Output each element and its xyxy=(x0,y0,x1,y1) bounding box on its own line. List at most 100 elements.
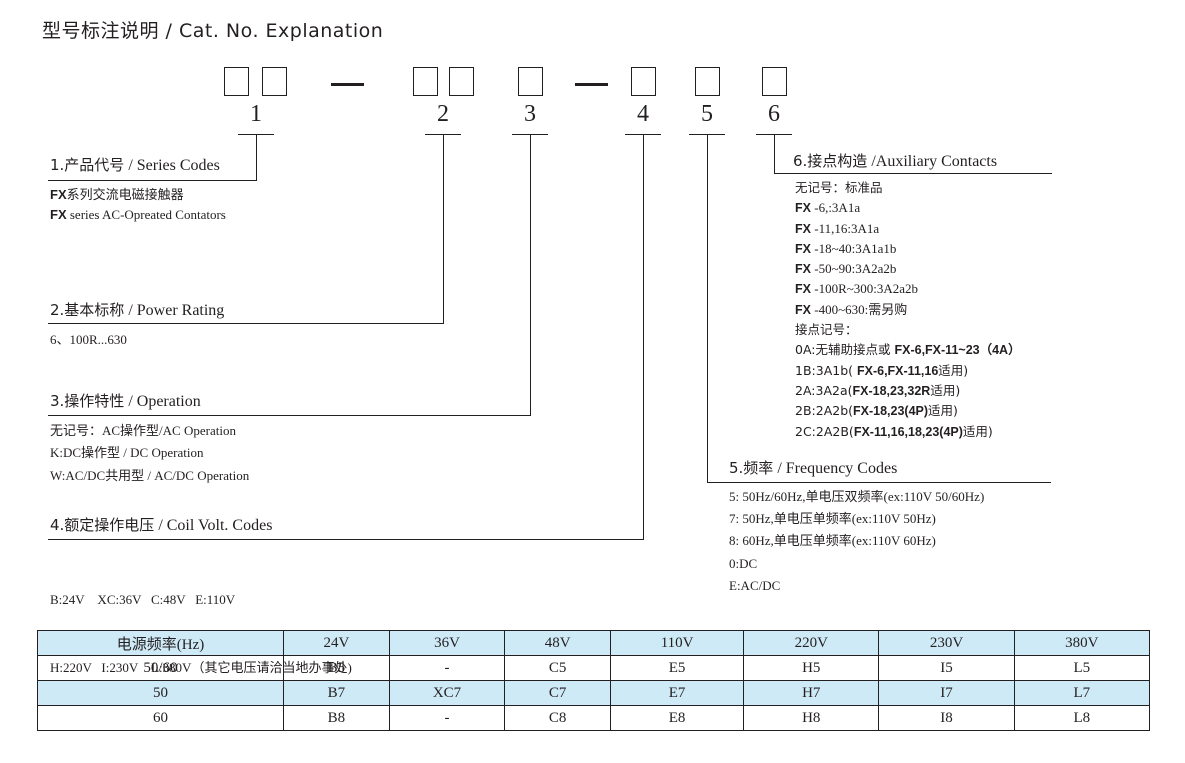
table-cell: B7 xyxy=(283,680,390,706)
table-cell: C7 xyxy=(504,680,612,706)
table-cell: H8 xyxy=(743,705,880,731)
leader-3-h xyxy=(48,415,531,417)
code-box-3 xyxy=(518,67,543,96)
leader-4-h xyxy=(48,539,644,541)
code-box-4 xyxy=(631,67,656,96)
leader-2-v xyxy=(443,134,445,324)
line-bold: FX-6,FX-11,16 xyxy=(856,363,939,378)
line-bold: FX-18,23,32R xyxy=(852,383,931,398)
section-6-title-en: /Auxiliary Contacts xyxy=(867,153,998,170)
code-box-6 xyxy=(762,67,787,96)
section-6-line: 1B:3A1b( FX-6,FX-11,16适用) xyxy=(795,361,1021,381)
section-2-line: 6、100R...630 xyxy=(50,332,127,347)
section-6-title: 6.接点构造 /Auxiliary Contacts xyxy=(793,150,997,171)
table-header-cell: 24V xyxy=(283,630,390,656)
digit-5: 5 xyxy=(701,101,713,127)
section-5-title: 5.频率 / Frequency Codes xyxy=(729,457,897,478)
section-3-line: W:AC/DC共用型 / AC/DC Operation xyxy=(50,467,250,483)
line-pre: 2C:2A2B( xyxy=(795,423,854,439)
section-1-line: FX series AC-Opreated Contators xyxy=(50,205,226,224)
table-cell: B5 xyxy=(283,655,390,681)
section-4-line: B:24V XC:36V C:48V E:110V xyxy=(50,592,236,607)
digit-1: 1 xyxy=(250,101,262,127)
section-3-line: 无记号：AC操作型/AC Operation xyxy=(50,423,236,438)
section-5-title-cn: 5.频率 xyxy=(729,459,774,477)
page-title: 型号标注说明 / Cat. No. Explanation xyxy=(42,16,383,43)
line-bold: FX xyxy=(795,282,811,297)
section-6-title-cn: 6.接点构造 xyxy=(793,152,868,170)
line-bold: FX xyxy=(795,262,811,277)
digit-2: 2 xyxy=(437,101,449,127)
table-cell: 60 xyxy=(37,705,284,731)
table-cell: XC7 xyxy=(388,680,506,706)
table-cell: H7 xyxy=(743,680,880,706)
line-pre: 2B:2A2b( xyxy=(795,403,854,419)
line-post: -18~40:3A1a1b xyxy=(810,240,897,256)
line-bold: FX xyxy=(795,302,811,317)
section-6-line: 无记号：标准品 xyxy=(795,178,1021,198)
section-3-title-cn: 3.操作特性 xyxy=(50,392,125,410)
line-bold: FX-18,23(4P) xyxy=(853,404,929,419)
section-6-line: 2C:2A2B(FX-11,16,18,23(4P)适用) xyxy=(795,422,1021,442)
section-2-title-cn: 2.基本标称 xyxy=(50,301,125,319)
section-3-line: K:DC操作型 / DC Operation xyxy=(50,445,204,461)
table-cell: - xyxy=(388,655,506,681)
line-post: 适用) xyxy=(962,423,993,439)
table-header-cell: 36V xyxy=(388,630,506,656)
section-6-line: FX -11,16:3A1a xyxy=(795,219,1021,239)
dash-2 xyxy=(575,83,608,86)
line-text: 系列交流电磁接触器 xyxy=(66,188,184,203)
line-pre: 1B:3A1b( xyxy=(795,362,857,378)
section-6-line: 2A:3A2a(FX-18,23,32R适用) xyxy=(795,381,1021,401)
line-pre: 无记号：标准品 xyxy=(795,180,883,195)
line-post: 适用) xyxy=(938,362,969,378)
line-post: 适用) xyxy=(930,382,961,398)
line-post: -11,16:3A1a xyxy=(810,220,880,236)
section-2-title-en: / Power Rating xyxy=(124,302,225,319)
line-post: 适用) xyxy=(928,403,958,419)
leader-1-h xyxy=(48,180,257,182)
section-5-body: 5: 50Hz/60Hz,单电压双频率(ex:110V 50/60Hz) 7: … xyxy=(729,486,984,597)
table-header-cell: 110V xyxy=(610,630,745,656)
table-header-cell: 380V xyxy=(1013,630,1151,656)
code-box-2a xyxy=(413,67,438,96)
table-header-cell: 电源频率(Hz) xyxy=(37,630,284,656)
line-pre: 0A:无辅助接点或 xyxy=(795,342,895,358)
section-4-title-cn: 4.额定操作电压 xyxy=(50,516,155,534)
fx-bold: FX xyxy=(50,207,67,223)
line-post: -100R~300:3A2a2b xyxy=(810,281,919,297)
section-3-body: 无记号：AC操作型/AC Operation K:DC操作型 / DC Oper… xyxy=(50,420,249,487)
section-1-title: 1.产品代号 / Series Codes xyxy=(50,154,220,175)
fx-bold: FX xyxy=(50,187,67,202)
line-bold: FX xyxy=(795,201,811,216)
page-title-cn: 型号标注说明 xyxy=(42,20,160,42)
digit-6: 6 xyxy=(768,101,780,127)
code-box-1a xyxy=(224,67,249,96)
table-cell: I8 xyxy=(878,705,1015,731)
section-6-line: FX -18~40:3A1a1b xyxy=(795,239,1021,259)
leader-6-h xyxy=(774,173,1052,175)
line-post: -400~630:需另购 xyxy=(810,301,908,317)
section-5-line: 7: 50Hz,单电压单频率(ex:110V 50Hz) xyxy=(729,511,936,527)
section-5-line: 0:DC xyxy=(729,555,758,571)
section-6-line: FX -100R~300:3A2a2b xyxy=(795,279,1021,299)
digit-3: 3 xyxy=(524,101,536,127)
dash-1 xyxy=(331,83,364,86)
section-6-line: 2B:2A2b(FX-18,23(4P)适用) xyxy=(795,401,1021,421)
section-5-title-en: / Frequency Codes xyxy=(773,460,898,477)
line-bold: FX xyxy=(795,241,811,256)
table-cell: - xyxy=(388,705,506,731)
table-cell: E7 xyxy=(610,680,745,706)
leader-5-v xyxy=(707,134,709,483)
code-box-1b xyxy=(262,67,287,96)
table-cell: B8 xyxy=(283,705,390,731)
table-cell: C8 xyxy=(504,705,612,731)
code-box-5 xyxy=(695,67,720,96)
code-box-2b xyxy=(449,67,474,96)
table-cell: L5 xyxy=(1013,655,1151,681)
table-cell: 50 xyxy=(37,680,284,706)
page-title-en: / Cat. No. Explanation xyxy=(159,20,384,42)
section-1-body: FX系列交流电磁接触器 FX series AC-Opreated Contat… xyxy=(50,185,226,224)
